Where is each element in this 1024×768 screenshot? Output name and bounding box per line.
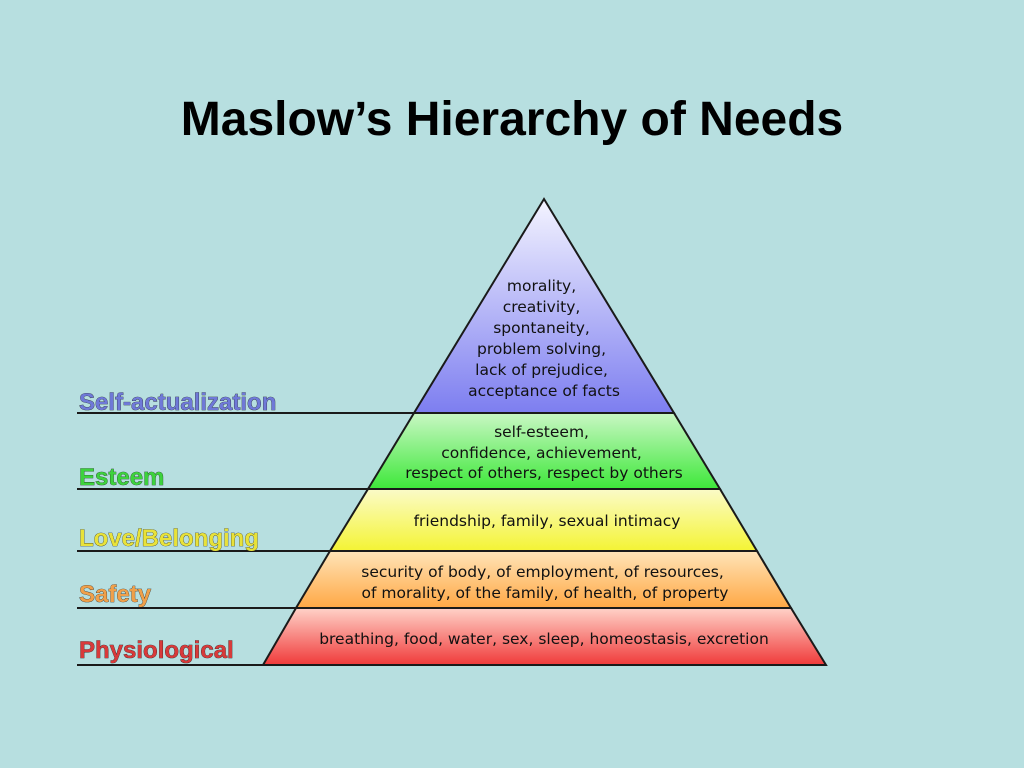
self-actualization-description: morality, creativity, spontaneity, probl… [468, 277, 620, 400]
label-love-belonging: Love/Belonging [79, 525, 259, 552]
label-esteem: Esteem [79, 464, 164, 491]
page-title: Maslow’s Hierarchy of Needs [180, 93, 844, 146]
love-belonging-description: friendship, family, sexual intimacy [414, 512, 681, 530]
esteem-description: self-esteem, confidence, achievement, re… [405, 423, 683, 482]
label-safety: Safety [79, 581, 152, 608]
tier-physiological [261, 607, 828, 666]
safety-description: security of body, of employment, of reso… [361, 563, 728, 602]
label-physiological: Physiological [79, 637, 234, 664]
label-self-actualization: Self-actualization [79, 389, 276, 416]
physiological-description: breathing, food, water, sex, sleep, home… [319, 630, 769, 648]
